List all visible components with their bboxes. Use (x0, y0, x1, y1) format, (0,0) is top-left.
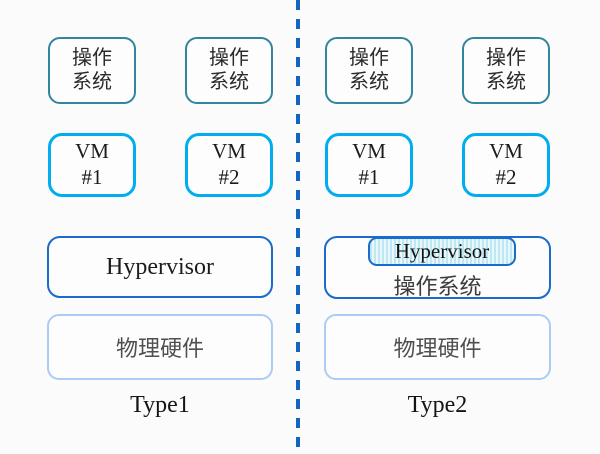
guest-os-label-line1: 操作 (209, 46, 249, 69)
type1-vm1-box: VM #1 (48, 133, 136, 197)
type2-vm2-box: VM #2 (462, 133, 550, 197)
type2-guest-os-box-1: 操作 系统 (325, 37, 413, 104)
vm-number: #1 (81, 165, 103, 189)
dashed-divider-line (296, 0, 300, 454)
type1-guest-os-box-2: 操作 系统 (185, 37, 273, 104)
type1-hypervisor-box: Hypervisor (47, 236, 273, 298)
vm-label: VM (489, 139, 523, 164)
guest-os-label-line2: 系统 (209, 70, 249, 93)
guest-os-label-line2: 系统 (486, 70, 526, 93)
vm-number: #1 (358, 165, 380, 189)
physical-hardware-label: 物理硬件 (393, 336, 482, 361)
physical-hardware-label: 物理硬件 (115, 336, 204, 361)
guest-os-label-line1: 操作 (486, 46, 526, 69)
type1-guest-os-box-1: 操作 系统 (48, 37, 136, 104)
guest-os-label-line1: 操作 (72, 46, 112, 69)
vm-label: VM (75, 139, 109, 164)
type1-vm2-box: VM #2 (185, 133, 273, 197)
vm-number: #2 (495, 165, 517, 189)
guest-os-label-line1: 操作 (349, 46, 389, 69)
type2-host-os-box: Hypervisor 操作系统 (324, 236, 551, 299)
type1-caption: Type1 (130, 392, 190, 418)
type1-physical-hardware-box: 物理硬件 (47, 314, 273, 380)
vm-label: VM (352, 139, 386, 164)
host-os-label: 操作系统 (393, 274, 482, 299)
vm-label: VM (212, 139, 246, 164)
guest-os-label-line2: 系统 (72, 70, 112, 93)
type2-physical-hardware-box: 物理硬件 (324, 314, 551, 380)
type2-guest-os-box-2: 操作 系统 (462, 37, 550, 104)
type2-caption: Type2 (407, 392, 468, 418)
type2-hypervisor-box: Hypervisor (368, 237, 516, 266)
type2-vm1-box: VM #1 (325, 133, 413, 197)
hypervisor-label: Hypervisor (106, 253, 214, 280)
hypervisor-label: Hypervisor (394, 239, 490, 263)
guest-os-label-line2: 系统 (349, 70, 389, 93)
vm-number: #2 (218, 165, 240, 189)
